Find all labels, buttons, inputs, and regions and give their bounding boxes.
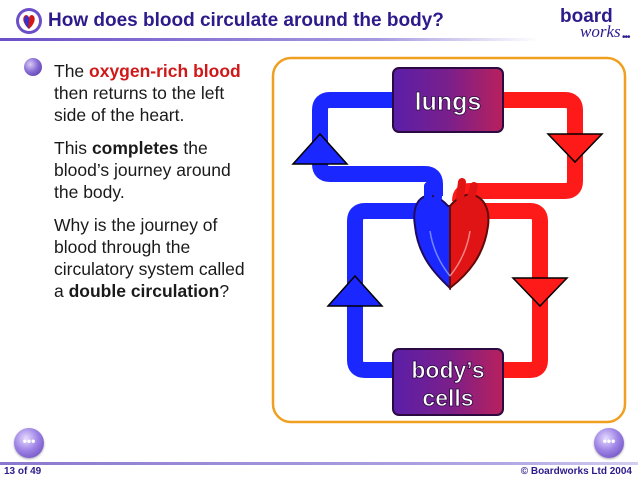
p3-text-b: ? xyxy=(219,281,230,301)
footer-divider xyxy=(0,462,638,465)
p1-highlight-blood: blood xyxy=(193,61,241,81)
bullet-icon xyxy=(24,58,42,76)
previous-slide-button[interactable]: ••• xyxy=(14,428,44,458)
arrow-up-left-lower xyxy=(326,274,384,307)
p1-text-a: The xyxy=(54,61,90,81)
p3-bold-double-circulation: double circulation xyxy=(68,281,220,301)
ellipsis-icon: ••• xyxy=(602,434,616,448)
lungs-label: lungs xyxy=(415,88,482,116)
ellipsis-icon: ••• xyxy=(22,434,36,448)
pulmonary-artery xyxy=(312,92,443,196)
p1-highlight-oxygen-rich: oxygen-rich xyxy=(89,61,189,81)
p2-text-a: This xyxy=(54,138,92,158)
paragraph-3: Why is the journey of blood through the … xyxy=(54,214,254,302)
page-title: How does blood circulate around the body… xyxy=(48,10,444,31)
logo-word-works: works xyxy=(580,22,621,41)
circulation-diagram: lungs body’s cells xyxy=(270,56,630,426)
paragraph-1: The oxygen-rich blood then returns to th… xyxy=(54,60,254,126)
p3-text-a: Why is the journey of blood through the … xyxy=(54,215,245,301)
p1-text-b: then returns to the left side of the hea… xyxy=(54,83,225,125)
body-cells-label-line1: body’s xyxy=(411,357,484,383)
copyright-text: © Boardworks Ltd 2004 xyxy=(520,466,632,477)
paragraph-2: This completes the blood’s journey aroun… xyxy=(54,137,254,203)
body-text: The oxygen-rich blood then returns to th… xyxy=(54,60,254,313)
heart-logo-icon xyxy=(14,6,44,36)
page-number: 13 of 49 xyxy=(4,466,42,477)
logo-dots: ••• xyxy=(622,32,630,43)
arrow-down-right-lower xyxy=(511,277,569,308)
next-slide-button[interactable]: ••• xyxy=(594,428,624,458)
lungs-box xyxy=(392,67,504,133)
arrow-up-left xyxy=(291,132,349,165)
p2-bold-completes: completes xyxy=(91,138,179,158)
boardworks-logo: board works ••• xyxy=(552,4,634,50)
body-cells-label-line2: cells xyxy=(422,385,473,411)
arrow-down-right-top xyxy=(546,133,604,164)
p2-text-b: the blood’s journey around the body. xyxy=(54,138,231,202)
body-cells-box xyxy=(392,348,504,416)
logo-word-board: board xyxy=(560,6,613,27)
title-divider xyxy=(0,38,540,41)
heart-icon xyxy=(413,178,490,291)
